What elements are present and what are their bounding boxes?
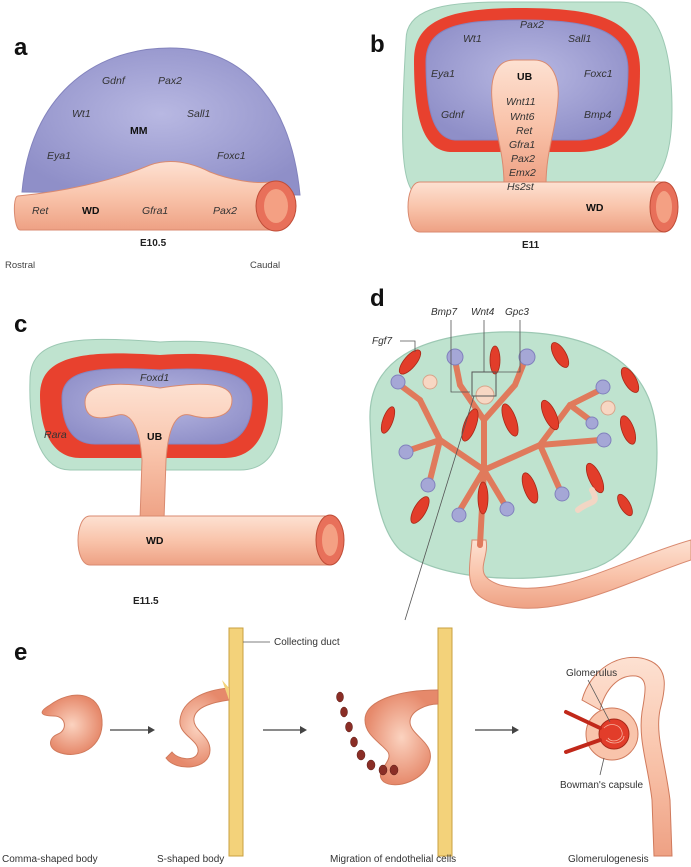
stage-e11: E11 [522, 240, 540, 251]
gene-pax2-ub-b: Pax2 [511, 153, 535, 165]
gene-pax2-wd-a: Pax2 [213, 205, 237, 217]
panel-a: a Gdnf Pax2 Wt1 Sall1 MM Eya1 Foxc1 Ret … [5, 34, 300, 271]
collecting-duct-1 [229, 628, 243, 856]
caption-glomerulogenesis: Glomerulogenesis [568, 854, 649, 865]
gene-wt1-b: Wt1 [463, 33, 482, 45]
stage-e10-5: E10.5 [140, 238, 167, 249]
gene-fgf7-d: Fgf7 [372, 336, 392, 347]
gene-gfra1-a: Gfra1 [142, 205, 168, 217]
gene-bmp4-b: Bmp4 [584, 109, 612, 121]
panel-e: e Collecting duct [2, 628, 672, 865]
label-ub-c: UB [147, 431, 163, 443]
gene-eya1-a: Eya1 [47, 150, 71, 162]
panel-c: c Foxd1 Rara UB WD E11.5 [14, 311, 344, 607]
stage-e11-5: E11.5 [133, 596, 159, 607]
gene-pax2-b: Pax2 [520, 19, 544, 31]
caption-comma-shaped-body: Comma-shaped body [2, 854, 98, 865]
migrating-nephron [365, 690, 438, 785]
comma-shaped-body [42, 695, 102, 754]
label-glomerulus: Glomerulus [566, 668, 617, 679]
panel-d-label: d [370, 285, 385, 312]
label-ub-b: UB [517, 71, 533, 83]
label-rostral: Rostral [5, 260, 35, 271]
wolffian-duct-b-lumen [656, 191, 672, 223]
gene-wnt6-b: Wnt6 [510, 111, 535, 123]
gene-wnt11-b: Wnt11 [506, 96, 536, 108]
gene-rara-c: Rara [44, 429, 67, 441]
gene-gdnf-b: Gdnf [441, 109, 465, 121]
gene-pax2-a: Pax2 [158, 75, 182, 87]
gene-bmp7-d: Bmp7 [431, 307, 458, 318]
panel-d: d [370, 285, 691, 620]
label-collecting-duct-text: Collecting duct [274, 637, 340, 648]
panel-b: b Pax2 Wt1 Sall1 Eya1 Foxc1 Gdnf Bmp4 UB… [370, 2, 678, 251]
gene-gpc3-d: Gpc3 [505, 307, 529, 318]
gene-hs2st-b: Hs2st [507, 181, 535, 193]
wolffian-duct-c-lumen [322, 524, 338, 556]
gene-foxc1-b: Foxc1 [584, 68, 613, 80]
gene-ret-a: Ret [32, 205, 49, 217]
collecting-duct-2 [438, 628, 452, 856]
label-mm: MM [130, 125, 148, 137]
wolffian-duct-c [78, 516, 330, 565]
gene-ret-b: Ret [516, 125, 533, 137]
arrow-1 [110, 726, 155, 734]
gene-sall1-b: Sall1 [568, 33, 591, 45]
gene-foxd1-c: Foxd1 [140, 372, 169, 384]
panel-e-label: e [14, 639, 27, 666]
glomerulus [599, 719, 629, 749]
caption-migration: Migration of endothelial cells [330, 854, 456, 865]
arrow-3 [475, 726, 519, 734]
gene-wnt4-d: Wnt4 [471, 307, 495, 318]
s-shaped-body [166, 688, 229, 767]
gene-emx2-b: Emx2 [509, 167, 536, 179]
wolffian-duct-b [408, 182, 665, 232]
label-caudal: Caudal [250, 260, 280, 271]
gene-foxc1-a: Foxc1 [217, 150, 246, 162]
wolffian-duct-a-lumen [264, 189, 288, 223]
label-wd-b: WD [586, 202, 604, 214]
label-bowmans-capsule: Bowman's capsule [560, 780, 644, 791]
label-wd-c: WD [146, 535, 164, 547]
mature-nephron [582, 657, 672, 856]
gene-sall1-a: Sall1 [187, 108, 210, 120]
panel-c-label: c [14, 311, 27, 338]
gene-wt1-a: Wt1 [72, 108, 91, 120]
arrow-2 [263, 726, 307, 734]
gene-eya1-b: Eya1 [431, 68, 455, 80]
gene-gfra1-b: Gfra1 [509, 139, 535, 151]
label-collecting-duct: Collecting duct [274, 637, 340, 648]
panel-b-label: b [370, 31, 385, 58]
gene-gdnf-a: Gdnf [102, 75, 126, 87]
caption-s-shaped-body: S-shaped body [157, 854, 224, 865]
panel-a-label: a [14, 34, 28, 61]
label-wd-a: WD [82, 205, 100, 217]
